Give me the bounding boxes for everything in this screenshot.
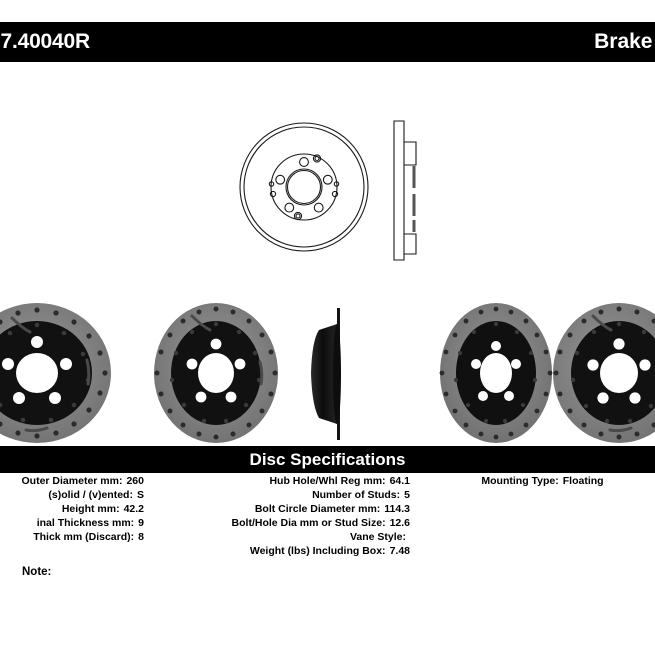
spec-row: Height mm: 42.2 <box>0 502 144 516</box>
spec-value: Floating <box>562 475 604 487</box>
spec-label: Weight (lbs) Including Box: <box>249 545 386 557</box>
spec-label: Thick mm (Discard): <box>33 531 135 543</box>
spec-label: Bolt Circle Diameter mm: <box>254 503 381 515</box>
spec-row: (s)olid / (v)ented: S <box>0 488 144 502</box>
note-block: Note: <box>22 566 56 578</box>
spec-label: Vane Style: <box>349 531 406 543</box>
spec-label: Hub Hole/Whl Reg mm: <box>269 475 386 487</box>
page-title: Brake Dis <box>594 30 655 53</box>
spec-row: Mounting Type: Floating <box>430 474 655 488</box>
spec-row: Weight (lbs) Including Box: 7.48 <box>163 544 410 558</box>
spec-label: (s)olid / (v)ented: <box>48 489 133 501</box>
spec-value: S <box>136 489 144 501</box>
disc-specifications-title: Disc Specifications <box>249 449 406 469</box>
spec-row: Bolt Circle Diameter mm: 114.3 <box>163 502 410 516</box>
spec-row: Hub Hole/Whl Reg mm: 64.1 <box>163 474 410 488</box>
spec-row: Number of Studs: 5 <box>163 488 410 502</box>
part-number: 27.40040R <box>0 30 90 53</box>
spec-label: Height mm: <box>61 503 120 515</box>
rotor-photo-1 <box>0 300 122 446</box>
rotor-photo-edge-profile <box>299 300 369 446</box>
spec-column-right: Mounting Type: Floating <box>430 474 655 488</box>
spec-column-middle: Hub Hole/Whl Reg mm: 64.1 Number of Stud… <box>163 474 410 558</box>
spec-value: 9 <box>138 517 144 529</box>
disc-specifications-bar: Disc Specifications <box>0 446 655 473</box>
spec-value: 12.6 <box>389 517 410 529</box>
rotor-photo-5 <box>551 300 655 446</box>
spec-value: 8 <box>138 531 144 543</box>
spec-value: 7.48 <box>389 545 410 557</box>
spec-row: Bolt/Hole Dia mm or Stud Size: 12.6 <box>163 516 410 530</box>
rotor-technical-drawing <box>228 108 433 268</box>
product-photo-row <box>0 300 655 446</box>
spec-label: inal Thickness mm: <box>36 517 135 529</box>
spec-label: Mounting Type: <box>481 475 559 487</box>
spec-row: inal Thickness mm: 9 <box>0 516 144 530</box>
rotor-photo-4 <box>426 300 571 446</box>
spec-value: 5 <box>404 489 410 501</box>
spec-value: 260 <box>126 475 144 487</box>
spec-row: Thick mm (Discard): 8 <box>0 530 144 544</box>
spec-value: 114.3 <box>384 503 410 515</box>
spec-row: Outer Diameter mm: 260 <box>0 474 144 488</box>
spec-label: Number of Studs: <box>312 489 401 501</box>
spec-label: Bolt/Hole Dia mm or Stud Size: <box>231 517 386 529</box>
spec-value: 42.2 <box>123 503 144 515</box>
spec-value: 64.1 <box>389 475 410 487</box>
header-bar: 27.40040R Brake Dis <box>0 22 655 62</box>
rotor-photo-2 <box>136 300 296 446</box>
spec-row: Vane Style: <box>163 530 410 544</box>
specifications-area: Outer Diameter mm: 260 (s)olid / (v)ente… <box>0 474 655 574</box>
note-label: Note: <box>22 566 52 578</box>
spec-column-left: Outer Diameter mm: 260 (s)olid / (v)ente… <box>0 474 144 544</box>
spec-label: Outer Diameter mm: <box>21 475 123 487</box>
